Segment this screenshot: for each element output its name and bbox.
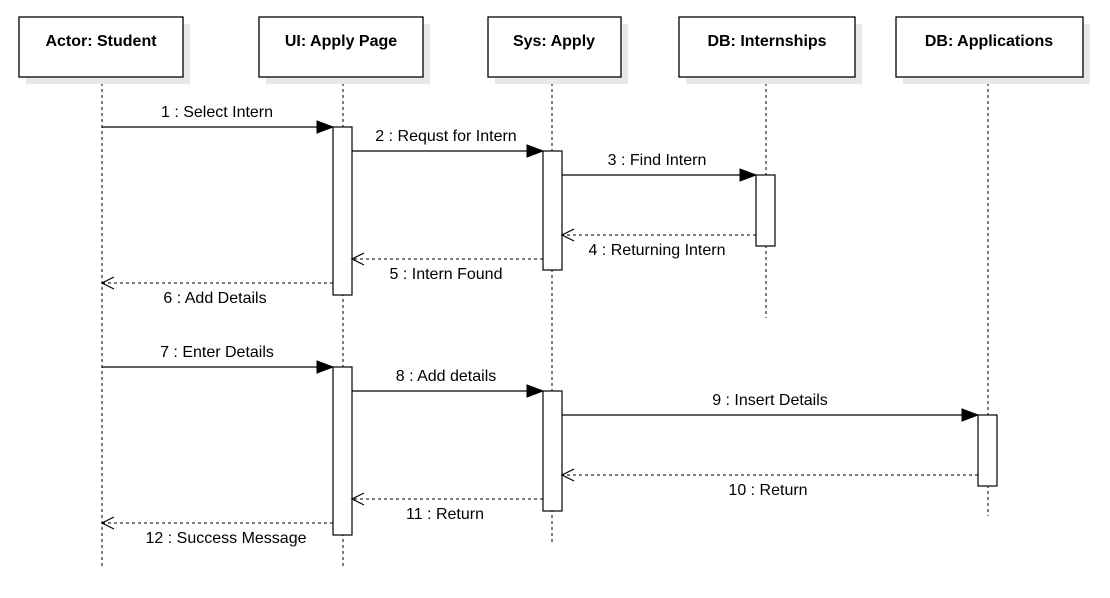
participant-dba: DB: Applications: [895, 16, 1090, 84]
participants: Actor: Student UI: Apply Page Sys: Apply…: [18, 16, 1090, 84]
message-3: 3 : Find Intern: [562, 152, 758, 182]
message-12: 12 : Success Message: [100, 516, 333, 547]
participant-label: Actor: Student: [45, 33, 157, 50]
activation-ui-1: [332, 126, 353, 296]
message-5: 5 : Intern Found: [350, 252, 543, 283]
message-label: 5 : Intern Found: [390, 266, 503, 283]
participant-label: DB: Internships: [707, 33, 826, 50]
message-9: 9 : Insert Details: [562, 392, 980, 422]
participant-label: DB: Applications: [925, 33, 1053, 50]
message-4: 4 : Returning Intern: [560, 228, 756, 259]
activation-sys-2: [542, 390, 563, 512]
message-label: 9 : Insert Details: [712, 392, 828, 409]
message-label: 3 : Find Intern: [608, 152, 707, 169]
message-1: 1 : Select Intern: [102, 104, 335, 134]
participant-label: Sys: Apply: [513, 33, 595, 50]
message-label: 8 : Add details: [396, 368, 497, 385]
message-label: 12 : Success Message: [146, 530, 307, 547]
activation-ui-2: [332, 366, 353, 536]
message-label: 10 : Return: [728, 482, 807, 499]
message-label: 7 : Enter Details: [160, 344, 274, 361]
message-label: 4 : Returning Intern: [589, 242, 726, 259]
message-label: 2 : Requst for Intern: [375, 128, 516, 145]
activation-dbi-1: [755, 174, 776, 247]
message-10: 10 : Return: [560, 468, 978, 499]
participant-ui: UI: Apply Page: [258, 16, 430, 84]
participant-dbi: DB: Internships: [678, 16, 862, 84]
activations: [332, 126, 998, 536]
message-8: 8 : Add details: [352, 368, 545, 398]
message-11: 11 : Return: [350, 492, 543, 523]
activation-sys-1: [542, 150, 563, 271]
participant-student: Actor: Student: [18, 16, 190, 84]
participant-label: UI: Apply Page: [285, 33, 397, 50]
message-label: 11 : Return: [406, 506, 484, 523]
participant-sys: Sys: Apply: [487, 16, 628, 84]
message-7: 7 : Enter Details: [102, 344, 335, 374]
message-label: 6 : Add Details: [163, 290, 266, 307]
message-6: 6 : Add Details: [100, 276, 333, 307]
message-2: 2 : Requst for Intern: [352, 128, 545, 158]
activation-dba-1: [977, 414, 998, 487]
message-label: 1 : Select Intern: [161, 104, 273, 121]
messages: 1 : Select Intern 2 : Requst for Intern …: [100, 104, 980, 547]
